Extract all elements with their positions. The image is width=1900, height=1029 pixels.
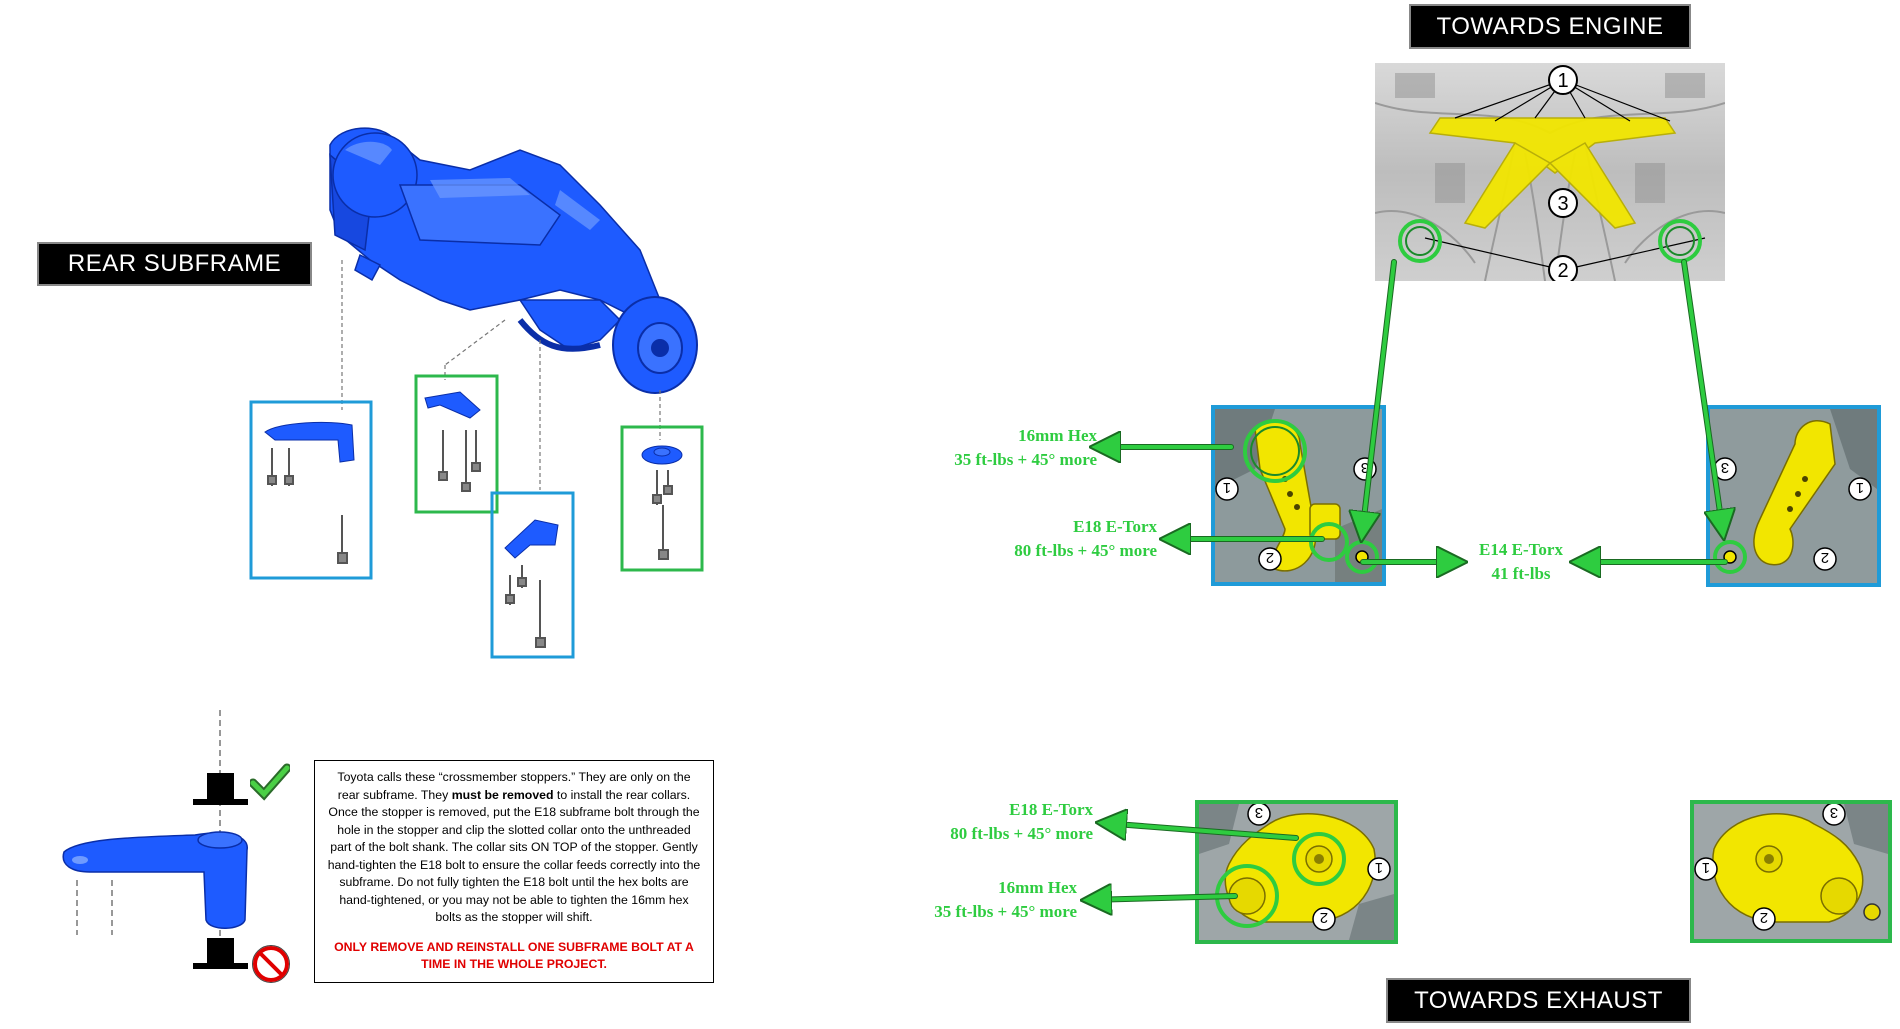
- note-warning: ONLY REMOVE AND REINSTALL ONE SUBFRAME B…: [334, 939, 694, 972]
- collar-top-symbol: [193, 773, 248, 805]
- exhaust-left-num-3: 3: [1255, 804, 1263, 821]
- callout-hex-top-line2: 35 ft-lbs + 45° more: [954, 450, 1097, 469]
- leader-lines: [341, 260, 661, 490]
- stopper-detail-part: [62, 831, 248, 929]
- stopper-box-4: [620, 425, 704, 572]
- left-bracket-num-1: 1: [1223, 479, 1231, 496]
- bolts-box-1: [267, 448, 348, 564]
- towards-exhaust-heading: TOWARDS EXHAUST: [1386, 978, 1691, 1023]
- stopper-box-1: [249, 400, 373, 580]
- exhaust-right-num-2: 2: [1760, 909, 1768, 926]
- callout-hex-top: 16mm Hex 35 ft-lbs + 45° more: [954, 424, 1097, 472]
- exhaust-right-num-1: 1: [1702, 859, 1710, 876]
- bolts-box-3: [505, 565, 546, 648]
- towards-engine-heading: TOWARDS ENGINE: [1409, 4, 1691, 49]
- stopper-detail-illustration: [62, 710, 248, 969]
- towards-engine-heading-text: TOWARDS ENGINE: [1436, 12, 1664, 40]
- brake-rotor: [612, 296, 698, 394]
- exhaust-right-num-3: 3: [1830, 804, 1838, 821]
- stopper-box-3: [490, 491, 575, 659]
- rear-subframe-heading-text: REAR SUBFRAME: [67, 250, 282, 277]
- left-bracket-num-2: 2: [1266, 549, 1274, 566]
- crossmember-stopper-note: Toyota calls these “crossmember stoppers…: [314, 760, 714, 983]
- arrow-e18-bottom: [1103, 823, 1298, 838]
- arrow-hex-bottom: [1088, 896, 1237, 900]
- callout-hex-bottom-line1: 16mm Hex: [998, 878, 1077, 897]
- prohibited-icon: [251, 944, 291, 989]
- callout-hex-bottom: 16mm Hex 35 ft-lbs + 45° more: [934, 876, 1077, 924]
- engine-callout-1: 1: [1557, 70, 1568, 92]
- arrow-engine-left: [1362, 260, 1396, 535]
- right-bracket-num-3: 3: [1721, 459, 1729, 476]
- subframe-highlights: [345, 141, 600, 230]
- exhaust-left-bracket-photo: 1 2 3: [1195, 800, 1398, 944]
- exhaust-left-num-1: 1: [1375, 859, 1383, 876]
- stopper-part-1: [264, 421, 355, 463]
- callout-hex-top-line1: 16mm Hex: [1018, 426, 1097, 445]
- callout-e14-line2: 41 ft-lbs: [1491, 564, 1551, 583]
- note-text-part2: to install the rear collars. Once the st…: [327, 787, 701, 925]
- engine-callout-2: 2: [1557, 260, 1568, 281]
- stopper-part-2: [424, 391, 481, 419]
- engine-right-bracket-photo: 1 2 3: [1706, 405, 1881, 587]
- towards-exhaust-heading-text: TOWARDS EXHAUST: [1414, 986, 1663, 1014]
- callout-e14: E14 E-Torx 41 ft-lbs: [1466, 538, 1576, 586]
- rear-subframe-heading: REAR SUBFRAME: [37, 242, 312, 286]
- exhaust-right-bracket-photo: 1 2 3: [1690, 800, 1892, 943]
- right-bracket-num-2: 2: [1821, 549, 1829, 566]
- engine-callout-3: 3: [1557, 193, 1568, 215]
- subframe-illustration: [249, 127, 704, 659]
- engine-side-photo: 1 3 2: [1375, 63, 1725, 281]
- check-icon: [248, 763, 292, 806]
- callout-e18-top-line1: E18 E-Torx: [1073, 517, 1157, 536]
- callout-e18-top-line2: 80 ft-lbs + 45° more: [1014, 541, 1157, 560]
- callout-e18-bottom-line1: E18 E-Torx: [1009, 800, 1093, 819]
- bolts-box-2: [438, 430, 481, 492]
- callout-e14-line1: E14 E-Torx: [1479, 540, 1563, 559]
- collar-bottom-symbol: [193, 938, 248, 969]
- callout-e18-bottom-line2: 80 ft-lbs + 45° more: [950, 824, 1093, 843]
- left-bracket-num-3: 3: [1361, 459, 1369, 476]
- stopper-part-3: [504, 519, 559, 559]
- exhaust-left-num-2: 2: [1320, 909, 1328, 926]
- callout-hex-bottom-line2: 35 ft-lbs + 45° more: [934, 902, 1077, 921]
- stopper-box-2: [414, 374, 499, 514]
- callout-e18-bottom: E18 E-Torx 80 ft-lbs + 45° more: [950, 798, 1093, 846]
- bolts-box-4: [652, 470, 673, 560]
- callout-e18-top: E18 E-Torx 80 ft-lbs + 45° more: [1014, 515, 1157, 563]
- subframe-assembly: [329, 127, 661, 352]
- stopper-part-4: [641, 445, 683, 465]
- arrow-engine-right: [1682, 260, 1723, 533]
- note-text-bold: must be removed: [451, 787, 554, 802]
- right-bracket-num-1: 1: [1856, 479, 1864, 496]
- engine-left-bracket-photo: 1 2 3: [1211, 405, 1386, 586]
- note-text-part1: Toyota calls these “crossmember stoppers…: [337, 770, 691, 802]
